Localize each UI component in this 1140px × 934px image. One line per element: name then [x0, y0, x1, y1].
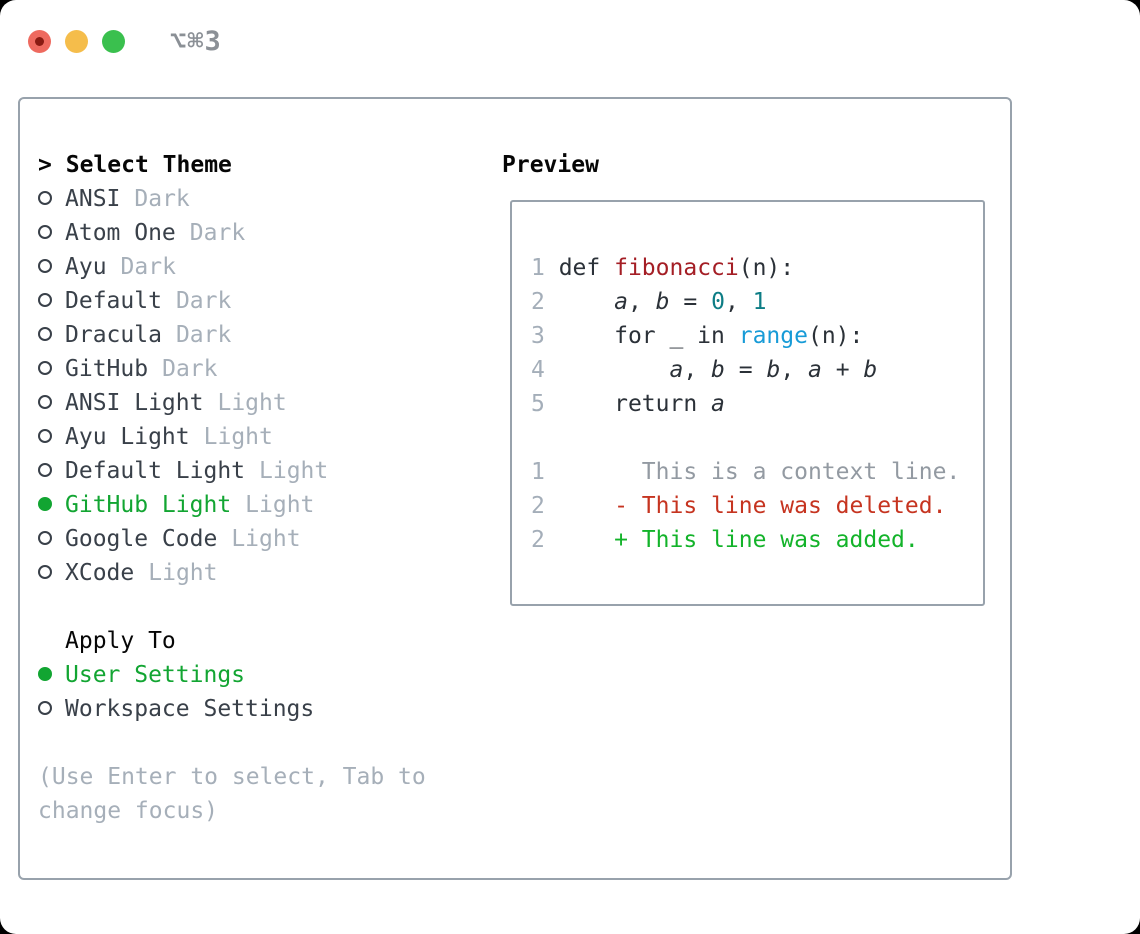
radio-icon — [38, 701, 52, 715]
line-number: 4 — [531, 357, 545, 383]
code-line: 1 def fibonacci(n): — [531, 255, 795, 281]
theme-name: Ayu — [65, 254, 107, 280]
line-number: 2 — [531, 289, 545, 315]
radio-icon — [38, 191, 52, 205]
radio-icon — [38, 361, 52, 375]
theme-name: Google Code — [65, 526, 218, 552]
apply-to-header: Apply To — [65, 628, 176, 654]
theme-name: ANSI Light — [65, 390, 204, 416]
theme-variant-tag: Light — [245, 492, 315, 518]
apply-option-label: Workspace Settings — [65, 696, 315, 722]
theme-option-default-light-light[interactable]: Default Light Light — [38, 454, 468, 488]
line-number: 2 — [531, 493, 545, 519]
spacer — [38, 590, 468, 624]
theme-variant-tag: Light — [217, 390, 287, 416]
line-number: 1 — [531, 255, 545, 281]
theme-option-default-dark[interactable]: Default Dark — [38, 284, 468, 318]
theme-name: GitHub — [65, 356, 149, 382]
code-line: 2 a, b = 0, 1 — [531, 289, 767, 315]
theme-variant-tag: Dark — [189, 220, 246, 246]
theme-variant-tag: Dark — [175, 288, 232, 314]
theme-option-ayu-dark[interactable]: Ayu Dark — [38, 250, 468, 284]
spacer — [531, 421, 983, 455]
apply-option-workspace-settings[interactable]: Workspace Settings — [38, 692, 468, 726]
theme-variant-tag: Dark — [162, 356, 218, 382]
select-theme-header: > Select Theme — [38, 148, 468, 182]
line-number: 3 — [531, 323, 545, 349]
theme-variant-tag: Light — [259, 458, 329, 484]
select-theme-header-label: Select Theme — [65, 152, 232, 178]
radio-icon — [38, 225, 52, 239]
theme-name: GitHub Light — [65, 492, 232, 518]
minimize-button[interactable] — [65, 30, 88, 53]
radio-selected-icon — [38, 667, 52, 681]
apply-option-user-settings[interactable]: User Settings — [38, 658, 468, 692]
theme-name: Dracula — [65, 322, 162, 348]
line-number: 5 — [531, 391, 545, 417]
zoom-button[interactable] — [102, 30, 125, 53]
close-button[interactable] — [28, 30, 51, 53]
theme-option-ansi-dark[interactable]: ANSI Dark — [38, 182, 468, 216]
radio-icon — [38, 327, 52, 341]
theme-name: XCode — [65, 560, 135, 586]
code-line: 3 for _ in range(n): — [531, 323, 864, 349]
radio-icon — [38, 463, 52, 477]
theme-option-ansi-light-light[interactable]: ANSI Light Light — [38, 386, 468, 420]
theme-name: ANSI — [65, 186, 121, 212]
theme-option-github-dark[interactable]: GitHub Dark — [38, 352, 468, 386]
radio-icon — [38, 395, 52, 409]
theme-variant-tag: Dark — [120, 254, 176, 280]
code-line: 4 a, b = b, a + b — [531, 357, 878, 383]
theme-variant-tag: Light — [231, 526, 301, 552]
radio-icon — [38, 429, 52, 443]
theme-variant-tag: Light — [203, 424, 273, 450]
theme-variant-tag: Dark — [134, 186, 190, 212]
radio-icon — [38, 293, 52, 307]
theme-name: Ayu Light — [65, 424, 190, 450]
keyboard-hint: (Use Enter to select, Tab to change focu… — [38, 764, 426, 824]
titlebar: ⌥⌘3 — [28, 26, 222, 57]
line-number: 2 — [531, 527, 545, 553]
code-line: 5 return a — [531, 391, 725, 417]
apply-option-label: User Settings — [65, 662, 246, 688]
theme-option-github-light-light[interactable]: GitHub Light Light — [38, 488, 468, 522]
preview-pane: 1 def fibonacci(n): 2 a, b = 0, 1 3 for _ … — [510, 200, 985, 606]
spacer — [38, 726, 468, 760]
radio-selected-icon — [38, 497, 52, 511]
window-title: ⌥⌘3 — [170, 26, 222, 57]
radio-icon — [38, 531, 52, 545]
theme-name: Default — [65, 288, 162, 314]
radio-icon — [38, 259, 52, 273]
theme-option-google-code-light[interactable]: Google Code Light — [38, 522, 468, 556]
focus-caret: > — [38, 152, 52, 178]
line-number: 1 — [531, 459, 545, 485]
theme-option-atom-one-dark[interactable]: Atom One Dark — [38, 216, 468, 250]
theme-name: Default Light — [65, 458, 246, 484]
preview-header: Preview — [502, 152, 599, 178]
theme-variant-tag: Dark — [175, 322, 232, 348]
diff-line: 1 This is a context line. — [531, 459, 961, 485]
theme-option-dracula-dark[interactable]: Dracula Dark — [38, 318, 468, 352]
diff-line: 2 - This line was deleted. — [531, 493, 947, 519]
diff-line: 2 + This line was added. — [531, 527, 919, 553]
theme-name: Atom One — [65, 220, 176, 246]
radio-icon — [38, 565, 52, 579]
theme-option-xcode-light[interactable]: XCode Light — [38, 556, 468, 590]
theme-variant-tag: Light — [148, 560, 218, 586]
theme-option-ayu-light-light[interactable]: Ayu Light Light — [38, 420, 468, 454]
